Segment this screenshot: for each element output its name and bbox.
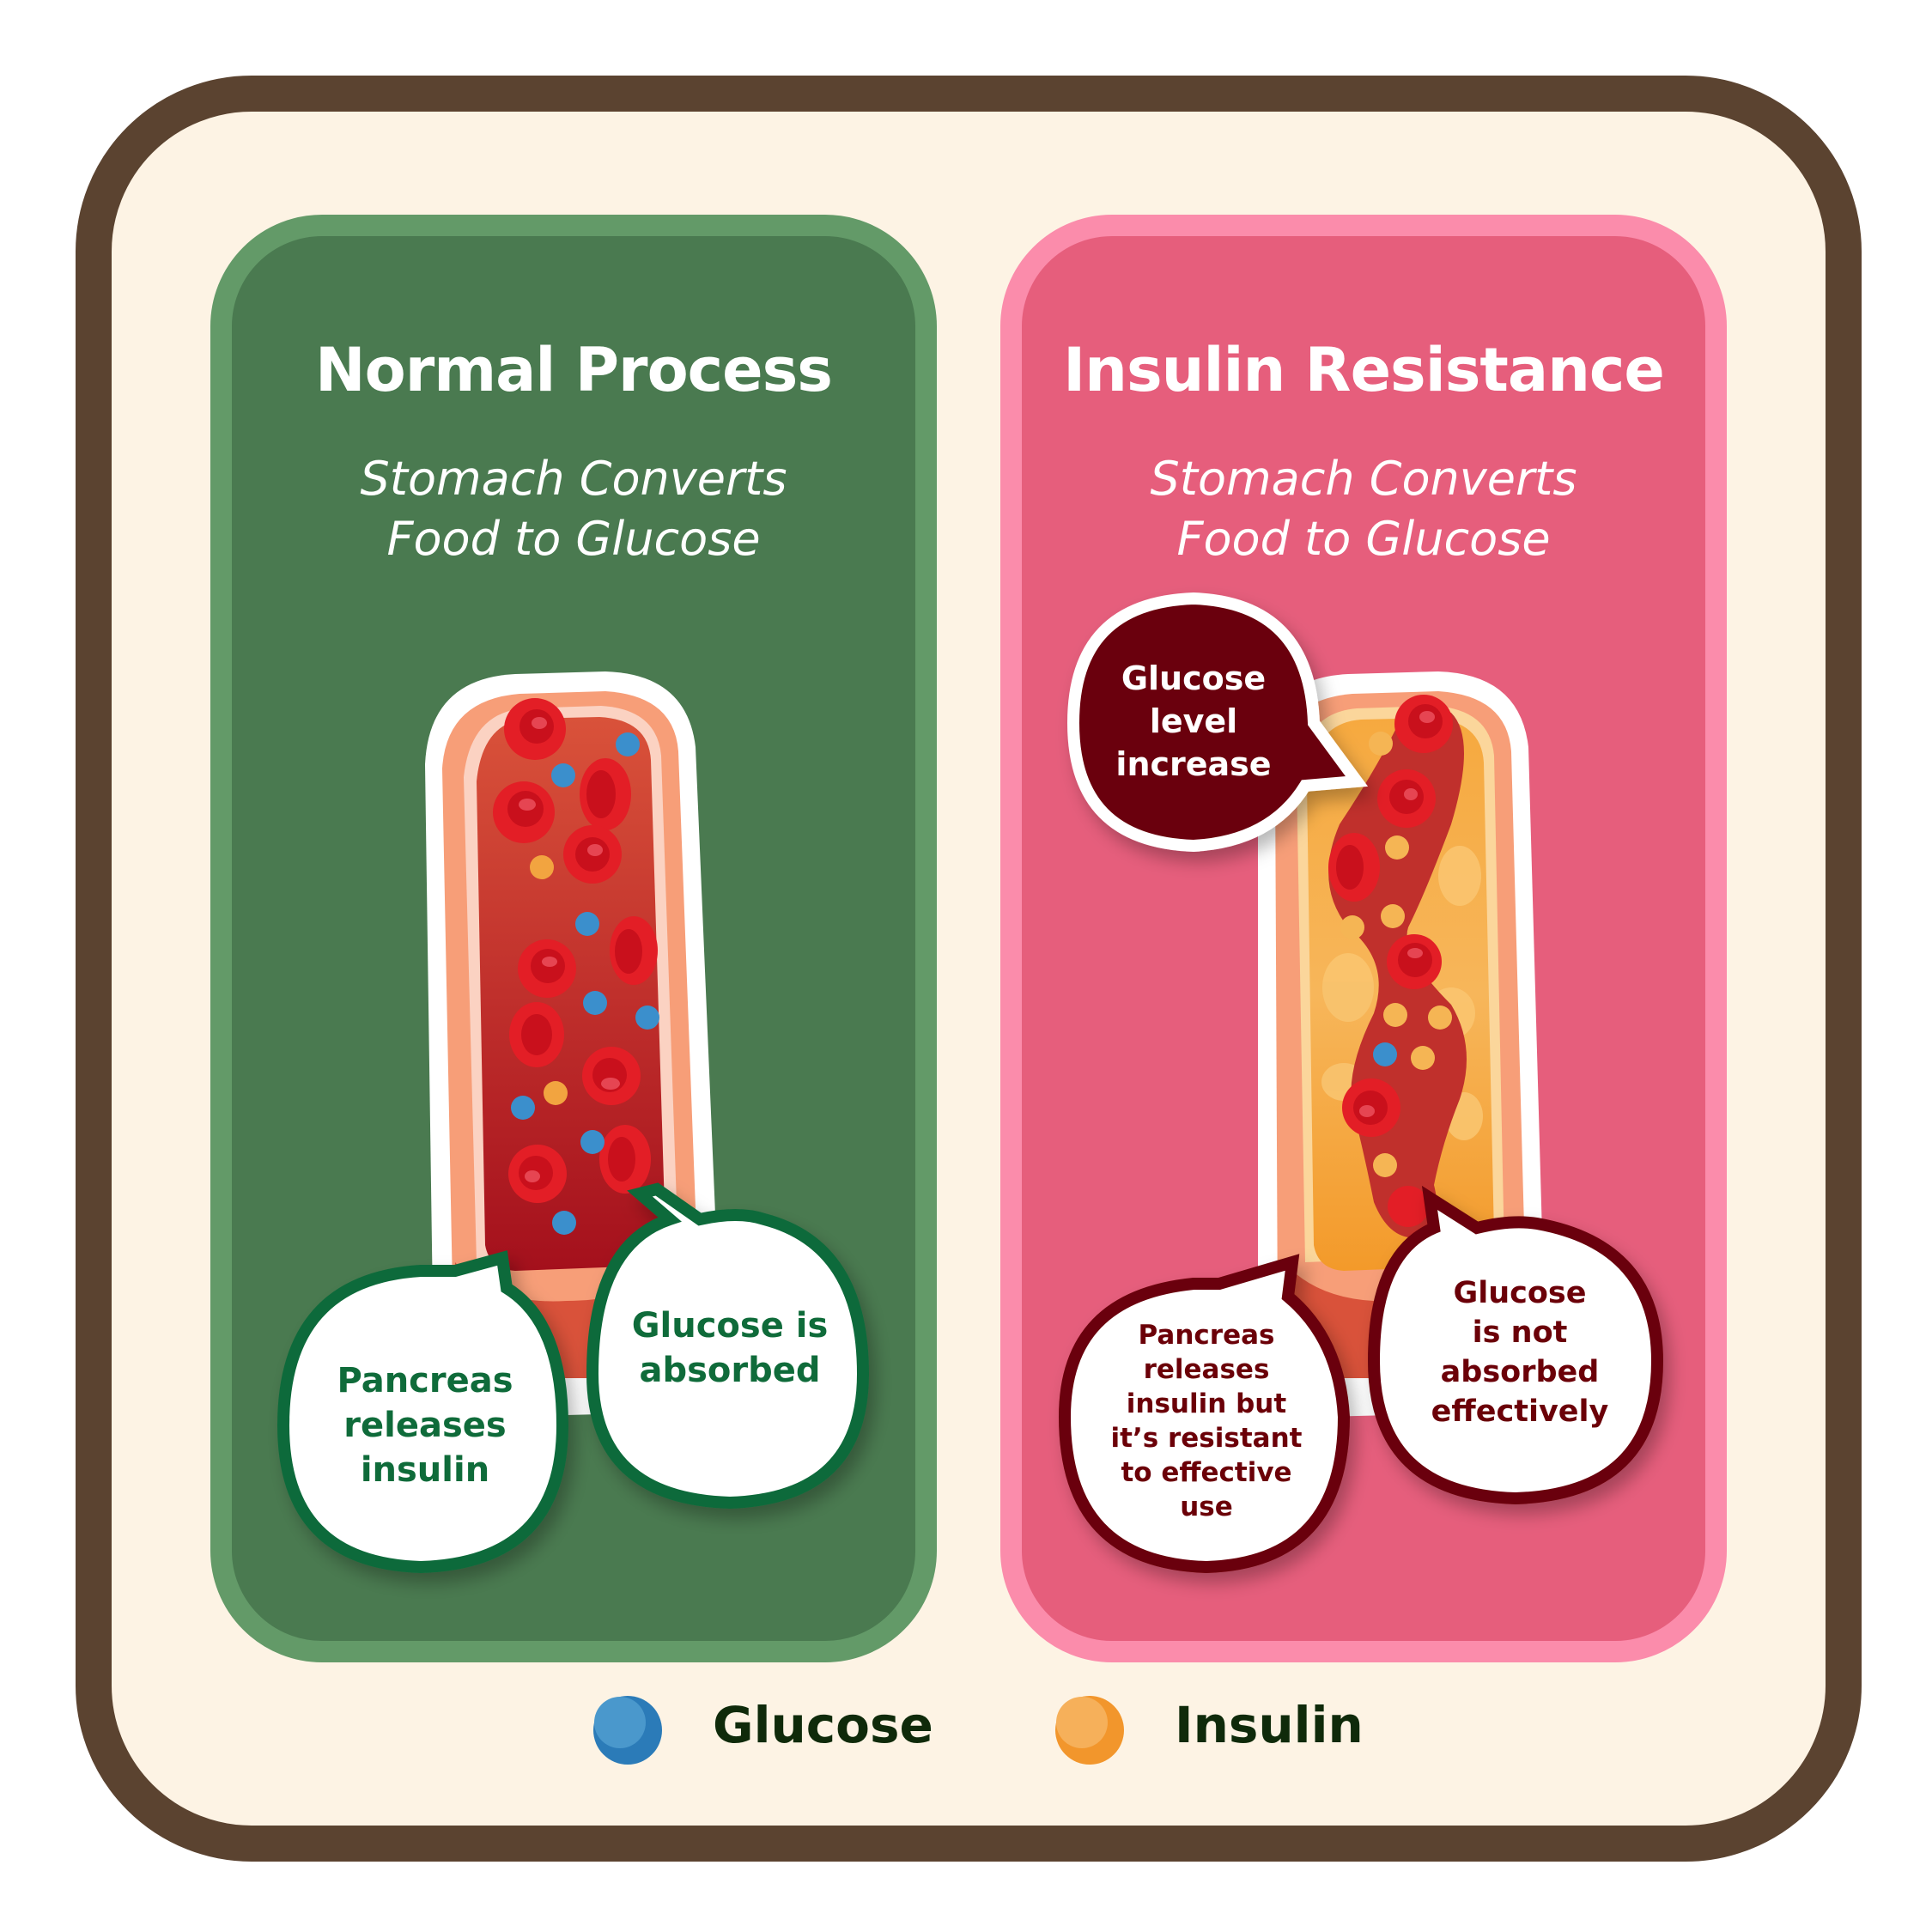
red-blood-cell xyxy=(610,916,658,985)
resistance-insulin-molecules xyxy=(1340,732,1452,1177)
subtitle-line: Stomach Converts xyxy=(1150,452,1577,506)
red-blood-cell xyxy=(1377,769,1436,828)
insulin-molecule xyxy=(1381,904,1405,928)
insulin-molecule xyxy=(1373,1153,1397,1177)
glucose-level-increase-text: Glucose level increase xyxy=(1091,653,1297,790)
resistance-glucose-molecules xyxy=(1373,1042,1397,1066)
bubble-line: insulin xyxy=(360,1450,490,1490)
bubble-line: Pancreas xyxy=(1138,1320,1275,1351)
red-blood-cell xyxy=(493,781,555,843)
insulin-molecule xyxy=(1385,835,1409,860)
bubble-line: Glucose xyxy=(1121,659,1267,697)
normal-glucose-molecules xyxy=(511,732,659,1235)
subtitle-line: Food to Glucose xyxy=(1176,512,1551,566)
insulin-molecule xyxy=(1411,1046,1435,1070)
red-blood-cell xyxy=(563,825,622,884)
bubble-line: increase xyxy=(1115,745,1272,783)
glucose-absorbed-text: Glucose is absorbed xyxy=(601,1301,859,1395)
pancreas-resistant-text: Pancreas releases insulin but it’s resis… xyxy=(1078,1314,1335,1528)
glucose-molecule xyxy=(551,763,575,787)
insulin-molecule xyxy=(1369,732,1393,756)
normal-process-title: Normal Process xyxy=(315,335,833,405)
bubble-line: to effective xyxy=(1121,1457,1292,1488)
glucose-molecule xyxy=(511,1096,535,1120)
red-blood-cell xyxy=(1387,934,1442,989)
glucose-molecule xyxy=(1373,1042,1397,1066)
insulin-resistance-subtitle: Stomach Converts Food to Glucose xyxy=(1022,449,1705,569)
bubble-line: Pancreas xyxy=(337,1361,513,1400)
insulin-molecule xyxy=(530,855,554,879)
red-blood-cell xyxy=(1342,1078,1400,1137)
pancreas-releases-insulin-bubble xyxy=(276,1250,569,1574)
glucose-level-increase-bubble xyxy=(1066,592,1369,853)
red-blood-cell xyxy=(509,1002,564,1067)
bubble-line: Glucose xyxy=(1453,1276,1587,1310)
glucose-molecule xyxy=(575,912,599,936)
insulin-molecule-icon xyxy=(1055,1696,1124,1765)
glucose-molecule-icon xyxy=(593,1696,662,1765)
red-blood-cell xyxy=(1394,695,1453,753)
glucose-molecule xyxy=(580,1130,605,1154)
legend-glucose-label: Glucose xyxy=(713,1696,933,1754)
red-blood-cell xyxy=(504,698,566,760)
insulin-molecule xyxy=(544,1081,568,1105)
red-blood-cell xyxy=(1328,833,1380,902)
bubble-line: absorbed xyxy=(639,1351,821,1390)
normal-process-subtitle: Stomach Converts Food to Glucose xyxy=(232,449,915,569)
red-blood-cell xyxy=(1388,1186,1429,1227)
bubble-line: releases xyxy=(343,1406,507,1445)
glucose-not-absorbed-text: Glucose is not absorbed effectively xyxy=(1391,1271,1649,1434)
legend-glucose: Glucose xyxy=(670,1696,933,1754)
bubble-line: it’s resistant xyxy=(1110,1423,1303,1454)
glucose-molecule xyxy=(635,1005,659,1030)
red-blood-cell xyxy=(508,1145,567,1203)
subtitle-line: Food to Glucose xyxy=(386,512,761,566)
legend-insulin: Insulin xyxy=(1132,1696,1364,1754)
glucose-molecule xyxy=(616,732,640,756)
glucose-molecule xyxy=(552,1211,576,1235)
bubble-line: is not xyxy=(1472,1315,1568,1350)
insulin-molecule xyxy=(1383,1003,1407,1027)
glucose-absorbed-bubble xyxy=(586,1182,870,1510)
subtitle-line: Stomach Converts xyxy=(360,452,787,506)
bubble-line: absorbed xyxy=(1440,1355,1600,1389)
bubble-line: Glucose is xyxy=(631,1306,829,1346)
red-blood-cell xyxy=(599,1125,651,1194)
resistance-red-blood-cells xyxy=(1328,695,1453,1227)
glucose-molecule xyxy=(583,991,607,1015)
bubble-line: releases xyxy=(1143,1354,1270,1385)
normal-red-blood-cells xyxy=(493,698,658,1203)
insulin-resistance-title: Insulin Resistance xyxy=(1063,335,1665,405)
bubble-line: use xyxy=(1180,1492,1233,1522)
normal-insulin-molecules xyxy=(530,855,568,1105)
red-blood-cell xyxy=(518,939,576,998)
bubble-line: effectively xyxy=(1431,1394,1609,1429)
insulin-molecule xyxy=(1340,915,1364,939)
insulin-molecule xyxy=(1428,1005,1452,1030)
red-blood-cell xyxy=(582,1047,641,1105)
pancreas-releases-insulin-text: Pancreas releases insulin xyxy=(301,1340,550,1511)
red-blood-cell xyxy=(580,758,631,830)
glucose-not-absorbed-bubble xyxy=(1367,1185,1664,1505)
bubble-line: insulin but xyxy=(1126,1388,1287,1419)
pancreas-resistant-bubble xyxy=(1058,1254,1351,1574)
legend-insulin-label: Insulin xyxy=(1175,1696,1364,1754)
bubble-line: level xyxy=(1149,702,1238,740)
